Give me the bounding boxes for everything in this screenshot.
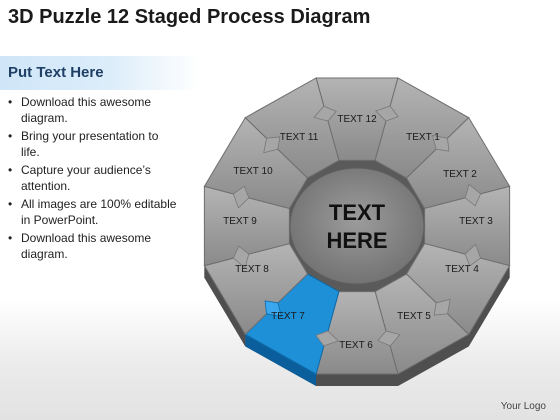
segment-side-face — [468, 265, 510, 347]
connector-arrow-icon — [263, 136, 281, 154]
segment-side-face — [245, 334, 317, 387]
center-text-line1: TEXT — [329, 200, 386, 225]
segment-label: TEXT 10 — [233, 166, 273, 177]
segment-label: TEXT 1 — [406, 132, 440, 143]
connector-arrow-icon — [433, 298, 451, 316]
segment-label: TEXT 12 — [337, 114, 377, 125]
center-text-line2: HERE — [326, 228, 387, 253]
connector-arrow-icon — [313, 105, 337, 122]
puzzle-segment — [244, 77, 340, 179]
bullet-item: Download this awesome diagram. — [8, 230, 178, 262]
connector-arrow-icon — [377, 330, 401, 347]
segment-label: TEXT 5 — [397, 311, 431, 322]
bullet-list: Download this awesome diagram. Bring you… — [8, 94, 178, 264]
segment-side-face — [204, 265, 246, 347]
connector-arrow-icon — [375, 105, 399, 122]
center-hub — [289, 167, 425, 285]
arrow-layer — [232, 105, 482, 347]
bullet-item: Download this awesome diagram. — [8, 94, 178, 126]
label-layer: TEXT 12 TEXT 1 TEXT 2 TEXT 3 TEXT 4 TEXT 5 TEX… — [223, 114, 493, 351]
segment-label: TEXT 6 — [339, 340, 373, 351]
bullet-item: Capture your audience’s attention. — [8, 162, 178, 194]
segment-label: TEXT 7 — [271, 311, 305, 322]
segment-label: TEXT 11 — [280, 132, 319, 143]
connector-arrow-icon — [464, 243, 482, 267]
segment-label: TEXT 2 — [443, 169, 477, 180]
segment-layer — [203, 77, 511, 375]
segment-label: TEXT 8 — [235, 264, 269, 275]
page-title: 3D Puzzle 12 Staged Process Diagram — [8, 6, 371, 28]
segment-label: TEXT 9 — [223, 216, 257, 227]
logo-text: Your Logo — [500, 401, 546, 412]
connector-arrow-icon — [232, 245, 250, 269]
connector-arrow-icon — [264, 300, 283, 317]
connector-arrow-icon — [464, 183, 482, 207]
connector-arrow-icon — [232, 185, 250, 209]
bullet-item: All images are 100% editable in PowerPoi… — [8, 196, 178, 228]
connector-arrow-icon — [315, 330, 339, 347]
segment-label: TEXT 3 — [459, 216, 493, 227]
segment-side-face — [397, 334, 469, 387]
subheading: Put Text Here — [8, 64, 104, 81]
subheading-band — [0, 56, 200, 90]
segment-label: TEXT 4 — [445, 264, 479, 275]
segment-side-face — [316, 374, 398, 387]
connector-arrow-icon — [431, 135, 450, 152]
bullet-item: Bring your presentation to life. — [8, 128, 178, 160]
